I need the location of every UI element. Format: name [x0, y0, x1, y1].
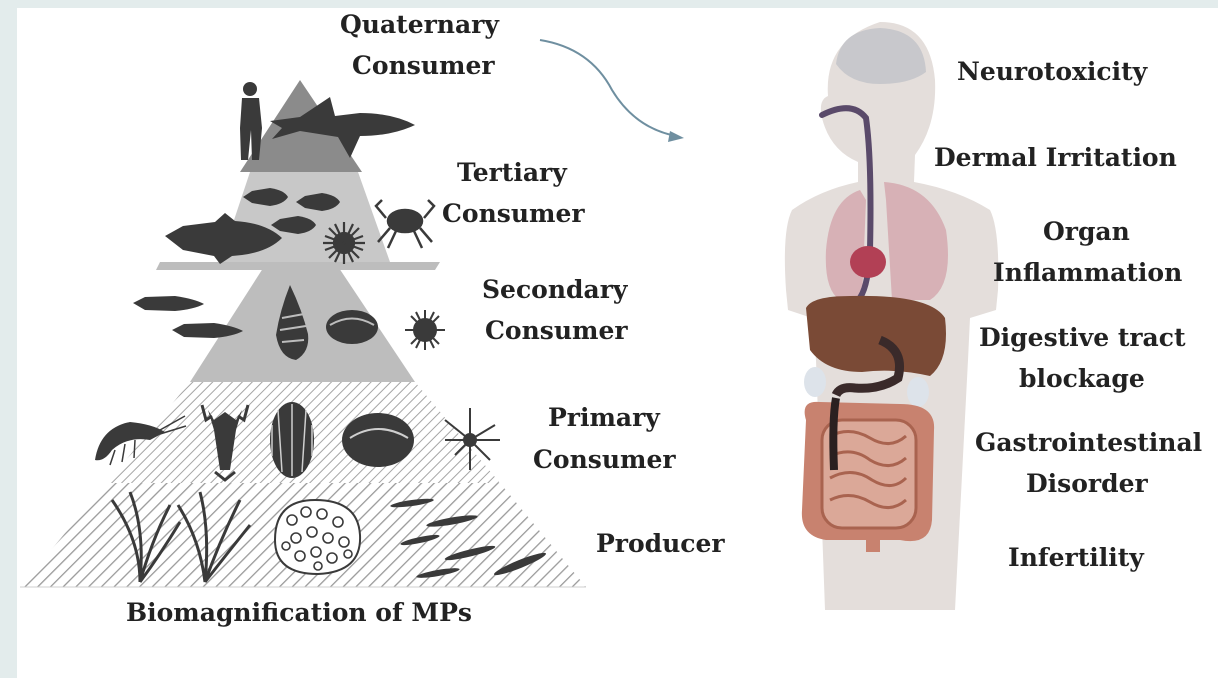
label-quaternary-line1: Quaternary [340, 4, 499, 45]
sardine-icon [133, 296, 204, 311]
human-silhouette-icon [240, 82, 262, 160]
heart [850, 246, 886, 278]
label-tertiary-line2: Consumer [442, 193, 585, 234]
clam-icon [326, 310, 378, 344]
label-producer: Producer [596, 523, 725, 564]
sea-urchin-icon [323, 222, 365, 264]
label-secondary-line1: Secondary [482, 269, 627, 310]
pyramid-caption: Biomagnification of MPs [126, 592, 472, 633]
effect-organ-line2: Inflammation [993, 253, 1182, 293]
label-primary-line1: Primary [548, 397, 660, 438]
sea-urchin-test-icon [270, 402, 314, 478]
effect-dermal-irritation: Dermal Irritation [934, 138, 1177, 178]
liver [806, 296, 946, 376]
sea-urchin-icon [405, 310, 445, 350]
transfer-arrow [540, 40, 684, 142]
effect-gi-line2: Disorder [1026, 464, 1148, 504]
crab-icon [376, 200, 434, 248]
label-tertiary-line1: Tertiary [457, 152, 567, 193]
effect-gi-line1: Gastrointestinal [975, 423, 1202, 463]
colon-tube [833, 398, 836, 470]
label-quaternary-line2: Consumer [352, 45, 495, 86]
mussel-icon [342, 413, 414, 467]
pyramid-tier-secondary-upper [156, 262, 440, 270]
label-primary-line2: Consumer [533, 439, 676, 480]
effect-digestive-line1: Digestive tract [979, 318, 1186, 358]
effect-neurotoxicity: Neurotoxicity [957, 52, 1147, 92]
effect-organ-line1: Organ [1043, 212, 1130, 252]
label-secondary-line2: Consumer [485, 310, 628, 351]
effect-digestive-line2: blockage [1019, 359, 1145, 399]
left-kidney [804, 367, 826, 397]
human-body [785, 22, 998, 610]
right-kidney [907, 377, 929, 407]
coral-icon [275, 500, 360, 574]
effect-infertility: Infertility [1008, 538, 1144, 578]
